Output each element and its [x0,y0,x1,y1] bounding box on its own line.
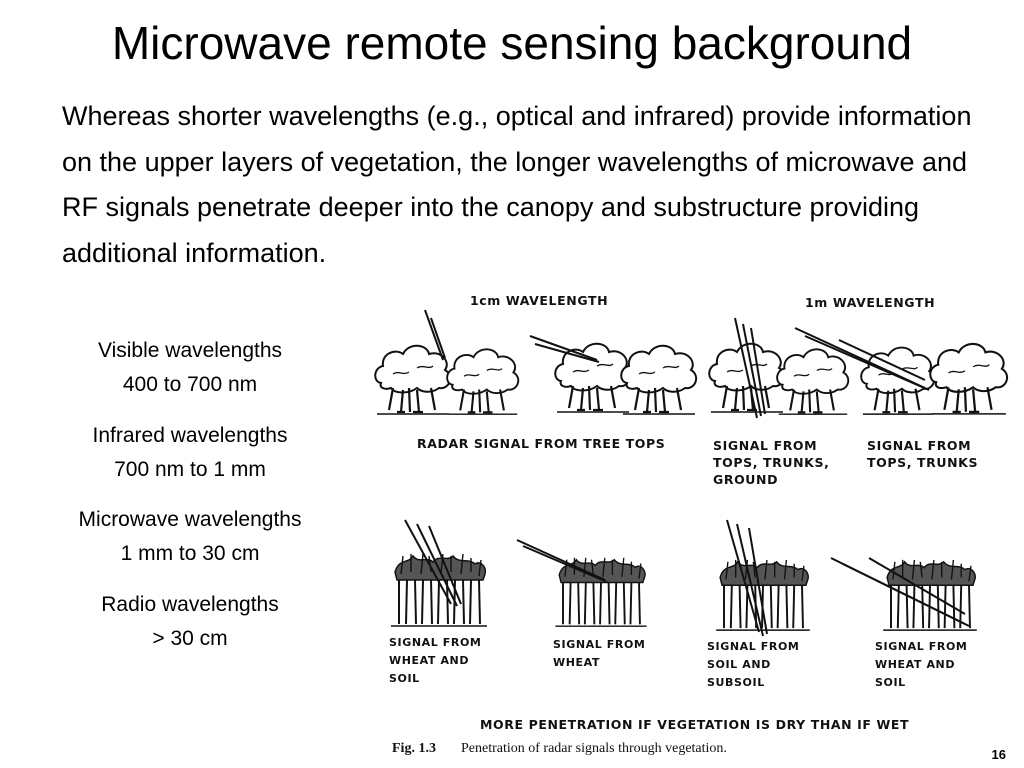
wavelength-name: Infrared wavelengths [92,424,288,447]
tree-label-2-line-2: TOPS, TRUNKS, [713,455,829,470]
radar-penetration-figure: 1cm WAVELENGTH 1m WAVELENGTH [365,288,1024,763]
wavelength-range: 700 nm to 1 mm [114,458,266,481]
wheat-label-2-line-2: WHEAT [553,656,600,669]
wavelength-range: 1 mm to 30 cm [120,542,260,565]
wheat-label-1-line-3: SOIL [389,672,420,685]
tree-label-1: RADAR SIGNAL FROM TREE TOPS [417,436,665,451]
tree-label-3-line-2: TOPS, TRUNKS [867,455,978,470]
microwave-wavelengths: Microwave wavelengths 1 mm to 30 cm [40,503,340,571]
wavelength-range: > 30 cm [152,627,228,650]
wheat-signal-arrows [404,519,970,637]
penetration-note: MORE PENETRATION IF VEGETATION IS DRY TH… [480,717,909,732]
wavelength-range: 400 to 700 nm [122,373,258,396]
figure-caption: Penetration of radar signals through veg… [461,741,727,756]
tree-label-2-line-1: SIGNAL FROM [713,438,817,453]
infrared-wavelengths: Infrared wavelengths 700 nm to 1 mm [40,419,340,487]
short-wavelength-header: 1cm WAVELENGTH [470,293,608,308]
tree-label-2-line-3: GROUND [713,472,778,487]
slide-title: Microwave remote sensing background [111,17,913,69]
wheat-label-3-line-3: SUBSOIL [707,676,765,689]
wavelength-name: Visible wavelengths [97,339,283,362]
tree-row [374,342,1009,416]
wheat-label-4-line-2: WHEAT AND [875,658,955,671]
wheat-label-4-line-1: SIGNAL FROM [875,640,967,653]
tree-signal-arrows [424,309,930,419]
intro-paragraph: Whereas shorter wavelengths (e.g., optic… [62,101,972,268]
wheat-label-1-line-1: SIGNAL FROM [389,636,481,649]
radio-wavelengths: Radio wavelengths > 30 cm [40,588,340,656]
wheat-label-2-line-1: SIGNAL FROM [553,638,645,651]
wheat-label-3-line-1: SIGNAL FROM [707,640,799,653]
tree-label-3-line-1: SIGNAL FROM [867,438,971,453]
wavelength-name: Radio wavelengths [101,593,279,616]
wheat-label-4-line-3: SOIL [875,676,906,689]
wheat-row [390,553,978,632]
long-wavelength-header: 1m WAVELENGTH [805,295,935,310]
visible-wavelengths: Visible wavelengths 400 to 700 nm [40,334,340,402]
wheat-label-1-line-2: WHEAT AND [389,654,469,667]
wavelength-name: Microwave wavelengths [78,508,302,531]
wheat-label-3-line-2: SOIL AND [707,658,771,671]
figure-number: Fig. 1.3 [392,741,436,756]
page-number: 16 [991,747,1006,762]
